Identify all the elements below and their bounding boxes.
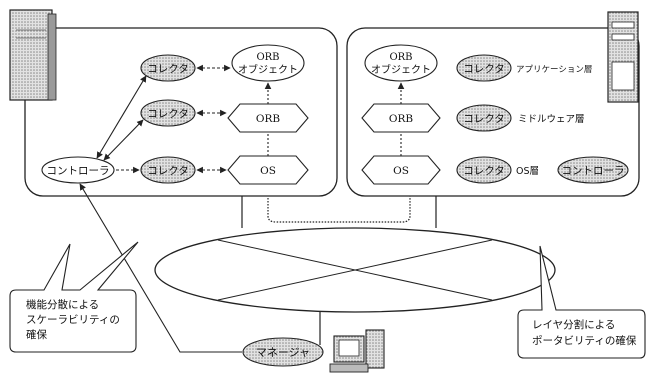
left-collector-bottom: コレクタ	[141, 157, 195, 183]
left-os-label: OS	[260, 165, 276, 177]
left-orb-hexagon: ORB	[228, 104, 308, 132]
callout-right: レイヤ分割による ポータビリティの確保	[518, 246, 645, 358]
right-controller: コントローラ	[558, 157, 628, 183]
manager-computer-icon	[330, 330, 384, 372]
right-collector-mid-label: コレクタ	[463, 113, 505, 125]
left-controller-label: コントローラ	[47, 165, 110, 177]
right-os-label: OS	[393, 165, 409, 177]
callout-left-line-3: 確保	[26, 328, 47, 341]
left-collector-top: コレクタ	[141, 55, 195, 81]
layer-label-os: OS層	[516, 166, 539, 177]
server-tower-icon	[10, 10, 56, 100]
right-os-hexagon: OS	[362, 156, 440, 184]
right-orb-object-label-2: オブジェクト	[371, 63, 431, 76]
left-orb-object-label-1: ORB	[256, 52, 279, 63]
right-controller-label: コントローラ	[562, 165, 625, 177]
layer-label-middleware: ミドルウェア層	[518, 114, 585, 125]
node-network-links	[242, 192, 436, 345]
left-orb-object: ORB オブジェクト	[232, 45, 304, 81]
callout-left-line-1: 機能分散による	[26, 298, 99, 311]
right-orb-object: ORB オブジェクト	[365, 45, 437, 81]
left-collector-mid-label: コレクタ	[147, 108, 189, 120]
layer-label-application: アプリケーション層	[516, 65, 592, 75]
right-orb-hexagon: ORB	[362, 104, 440, 132]
manager-label: マネージャ	[256, 346, 310, 359]
left-orb-object-label-2: オブジェクト	[238, 63, 298, 76]
callout-left-line-2: スケーラビリティの	[26, 314, 120, 326]
callout-right-line-2: ポータビリティの確保	[532, 334, 637, 347]
right-collector-app-label: コレクタ	[463, 63, 505, 75]
left-collector-bottom-label: コレクタ	[147, 165, 189, 177]
left-collector-top-label: コレクタ	[147, 63, 189, 75]
left-orb-label: ORB	[256, 113, 281, 125]
callout-right-line-1: レイヤ分割による	[532, 318, 615, 331]
right-collector-app: コレクタ	[457, 55, 511, 81]
right-orb-label: ORB	[389, 113, 414, 125]
left-collector-mid: コレクタ	[141, 100, 195, 126]
desktop-tower-icon	[608, 12, 638, 102]
right-collector-os-label: コレクタ	[463, 165, 505, 177]
left-os-hexagon: OS	[228, 156, 308, 184]
right-orb-object-label-1: ORB	[389, 52, 412, 63]
manager-node: マネージャ	[243, 338, 323, 366]
right-collector-os: コレクタ	[457, 157, 511, 183]
callout-left: 機能分散による スケーラビリティの 確保	[10, 242, 138, 352]
right-collector-mid: コレクタ	[457, 105, 511, 131]
left-controller: コントローラ	[42, 157, 114, 183]
network-ellipse	[155, 228, 555, 312]
